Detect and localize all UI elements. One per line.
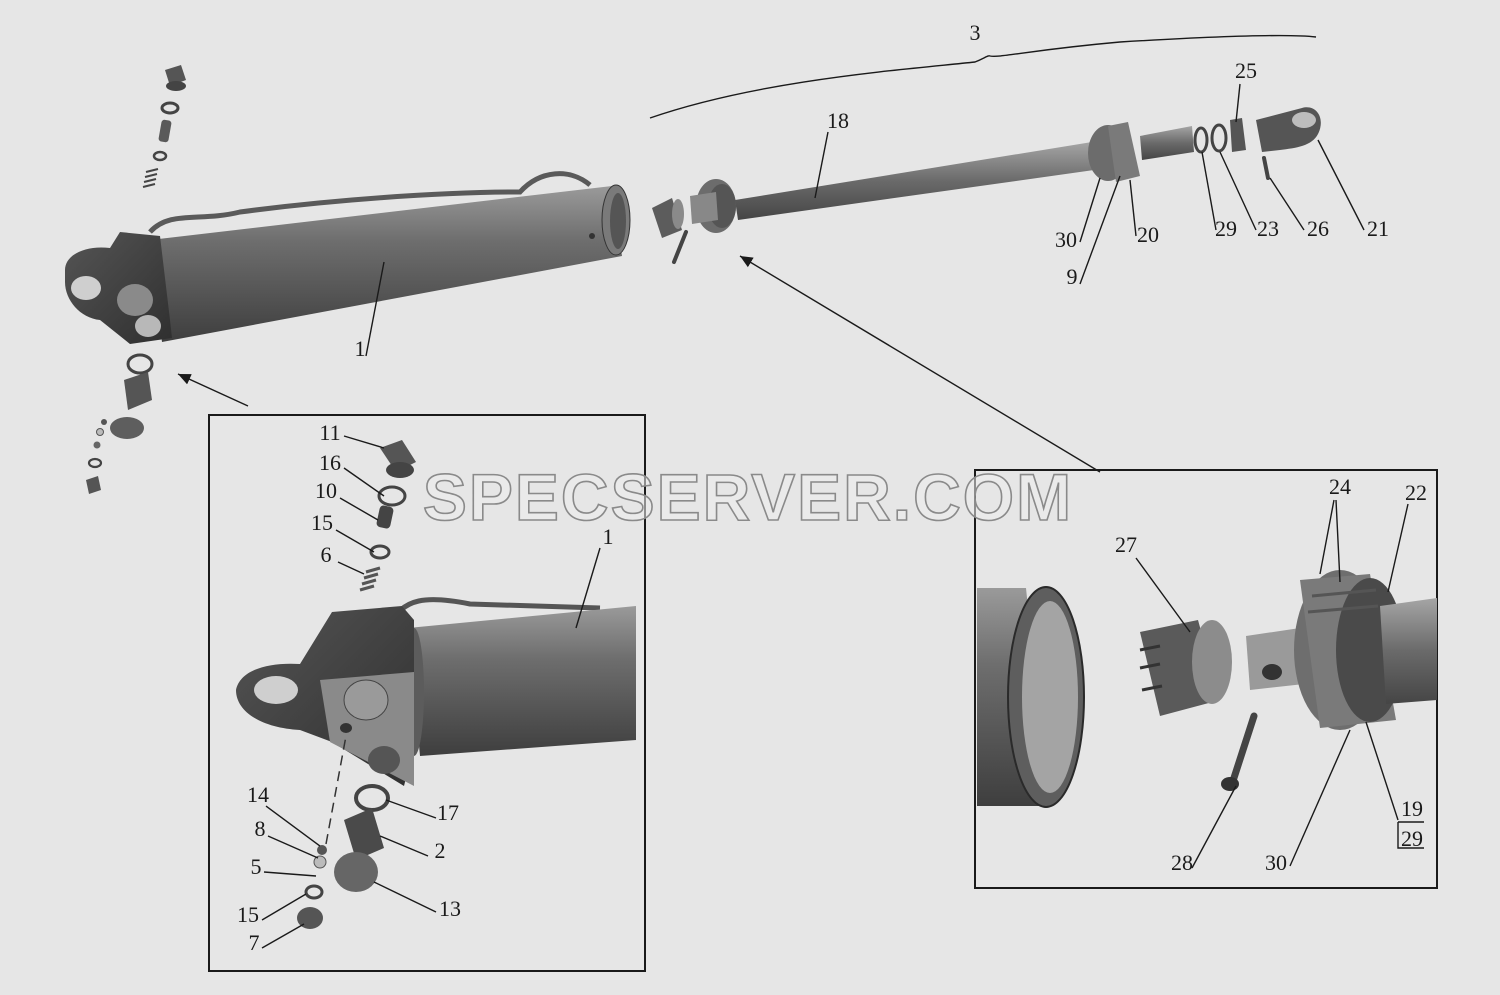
main-assembly: 3 18 25 1 30 9 20 29 23 26 21 (65, 20, 1389, 494)
watermark: SPECSERVER.COM (423, 460, 1073, 534)
label-2: 2 (435, 838, 446, 863)
label-23: 23 (1257, 216, 1279, 241)
label-13: 13 (439, 896, 461, 921)
label-22: 22 (1405, 480, 1427, 505)
label-10: 10 (315, 478, 337, 503)
label-27: 27 (1115, 532, 1137, 557)
assembly-brace (649, 34, 1317, 119)
cylinder-barrel (150, 186, 622, 342)
label-30-main: 30 (1055, 227, 1077, 252)
piston-detail (1246, 570, 1437, 730)
label-15-top: 15 (311, 510, 333, 535)
label-7: 7 (249, 930, 260, 955)
piston-rod (690, 122, 1194, 233)
label-19: 19 (1401, 796, 1423, 821)
ring-23 (1210, 123, 1228, 153)
label-16: 16 (319, 450, 341, 475)
label-30-detail: 30 (1265, 850, 1287, 875)
arrow-to-right-detail (739, 255, 1101, 473)
label-24: 24 (1329, 474, 1351, 499)
label-20: 20 (1137, 222, 1159, 247)
castle-nut-detail (1139, 620, 1232, 716)
top-valve-stack (142, 65, 186, 188)
label-5: 5 (251, 854, 262, 879)
castle-nut-main (652, 198, 688, 264)
pin-26 (1262, 156, 1270, 180)
label-15-bottom: 15 (237, 902, 259, 927)
barrel-detail (408, 606, 636, 756)
label-28: 28 (1171, 850, 1193, 875)
label-26: 26 (1307, 216, 1329, 241)
label-29-main: 29 (1215, 216, 1237, 241)
label-6: 6 (321, 542, 332, 567)
ring-29 (1193, 126, 1209, 154)
label-14: 14 (247, 782, 269, 807)
label-25: 25 (1235, 58, 1257, 83)
label-18: 18 (827, 108, 849, 133)
arrow-to-left-detail (177, 373, 249, 407)
label-17: 17 (437, 800, 459, 825)
label-29-detail: 29 (1401, 826, 1423, 851)
detail-box-right: 27 24 22 19 29 28 30 (974, 469, 1438, 889)
bottom-port-stack (86, 353, 154, 494)
label-9: 9 (1067, 264, 1078, 289)
detail-box-left: 11 16 10 15 6 1 14 8 5 15 7 17 2 13 (208, 414, 646, 972)
hydraulic-tube (148, 171, 592, 234)
cotter-pin-detail (1228, 712, 1258, 788)
label-11: 11 (319, 420, 340, 445)
label-1-detail: 1 (603, 524, 614, 549)
label-8: 8 (255, 816, 266, 841)
label-21: 21 (1367, 216, 1389, 241)
label-3: 3 (970, 20, 981, 45)
bushing-25 (1230, 118, 1246, 152)
rod-eye-21 (1256, 107, 1321, 152)
label-1-main: 1 (355, 336, 366, 361)
